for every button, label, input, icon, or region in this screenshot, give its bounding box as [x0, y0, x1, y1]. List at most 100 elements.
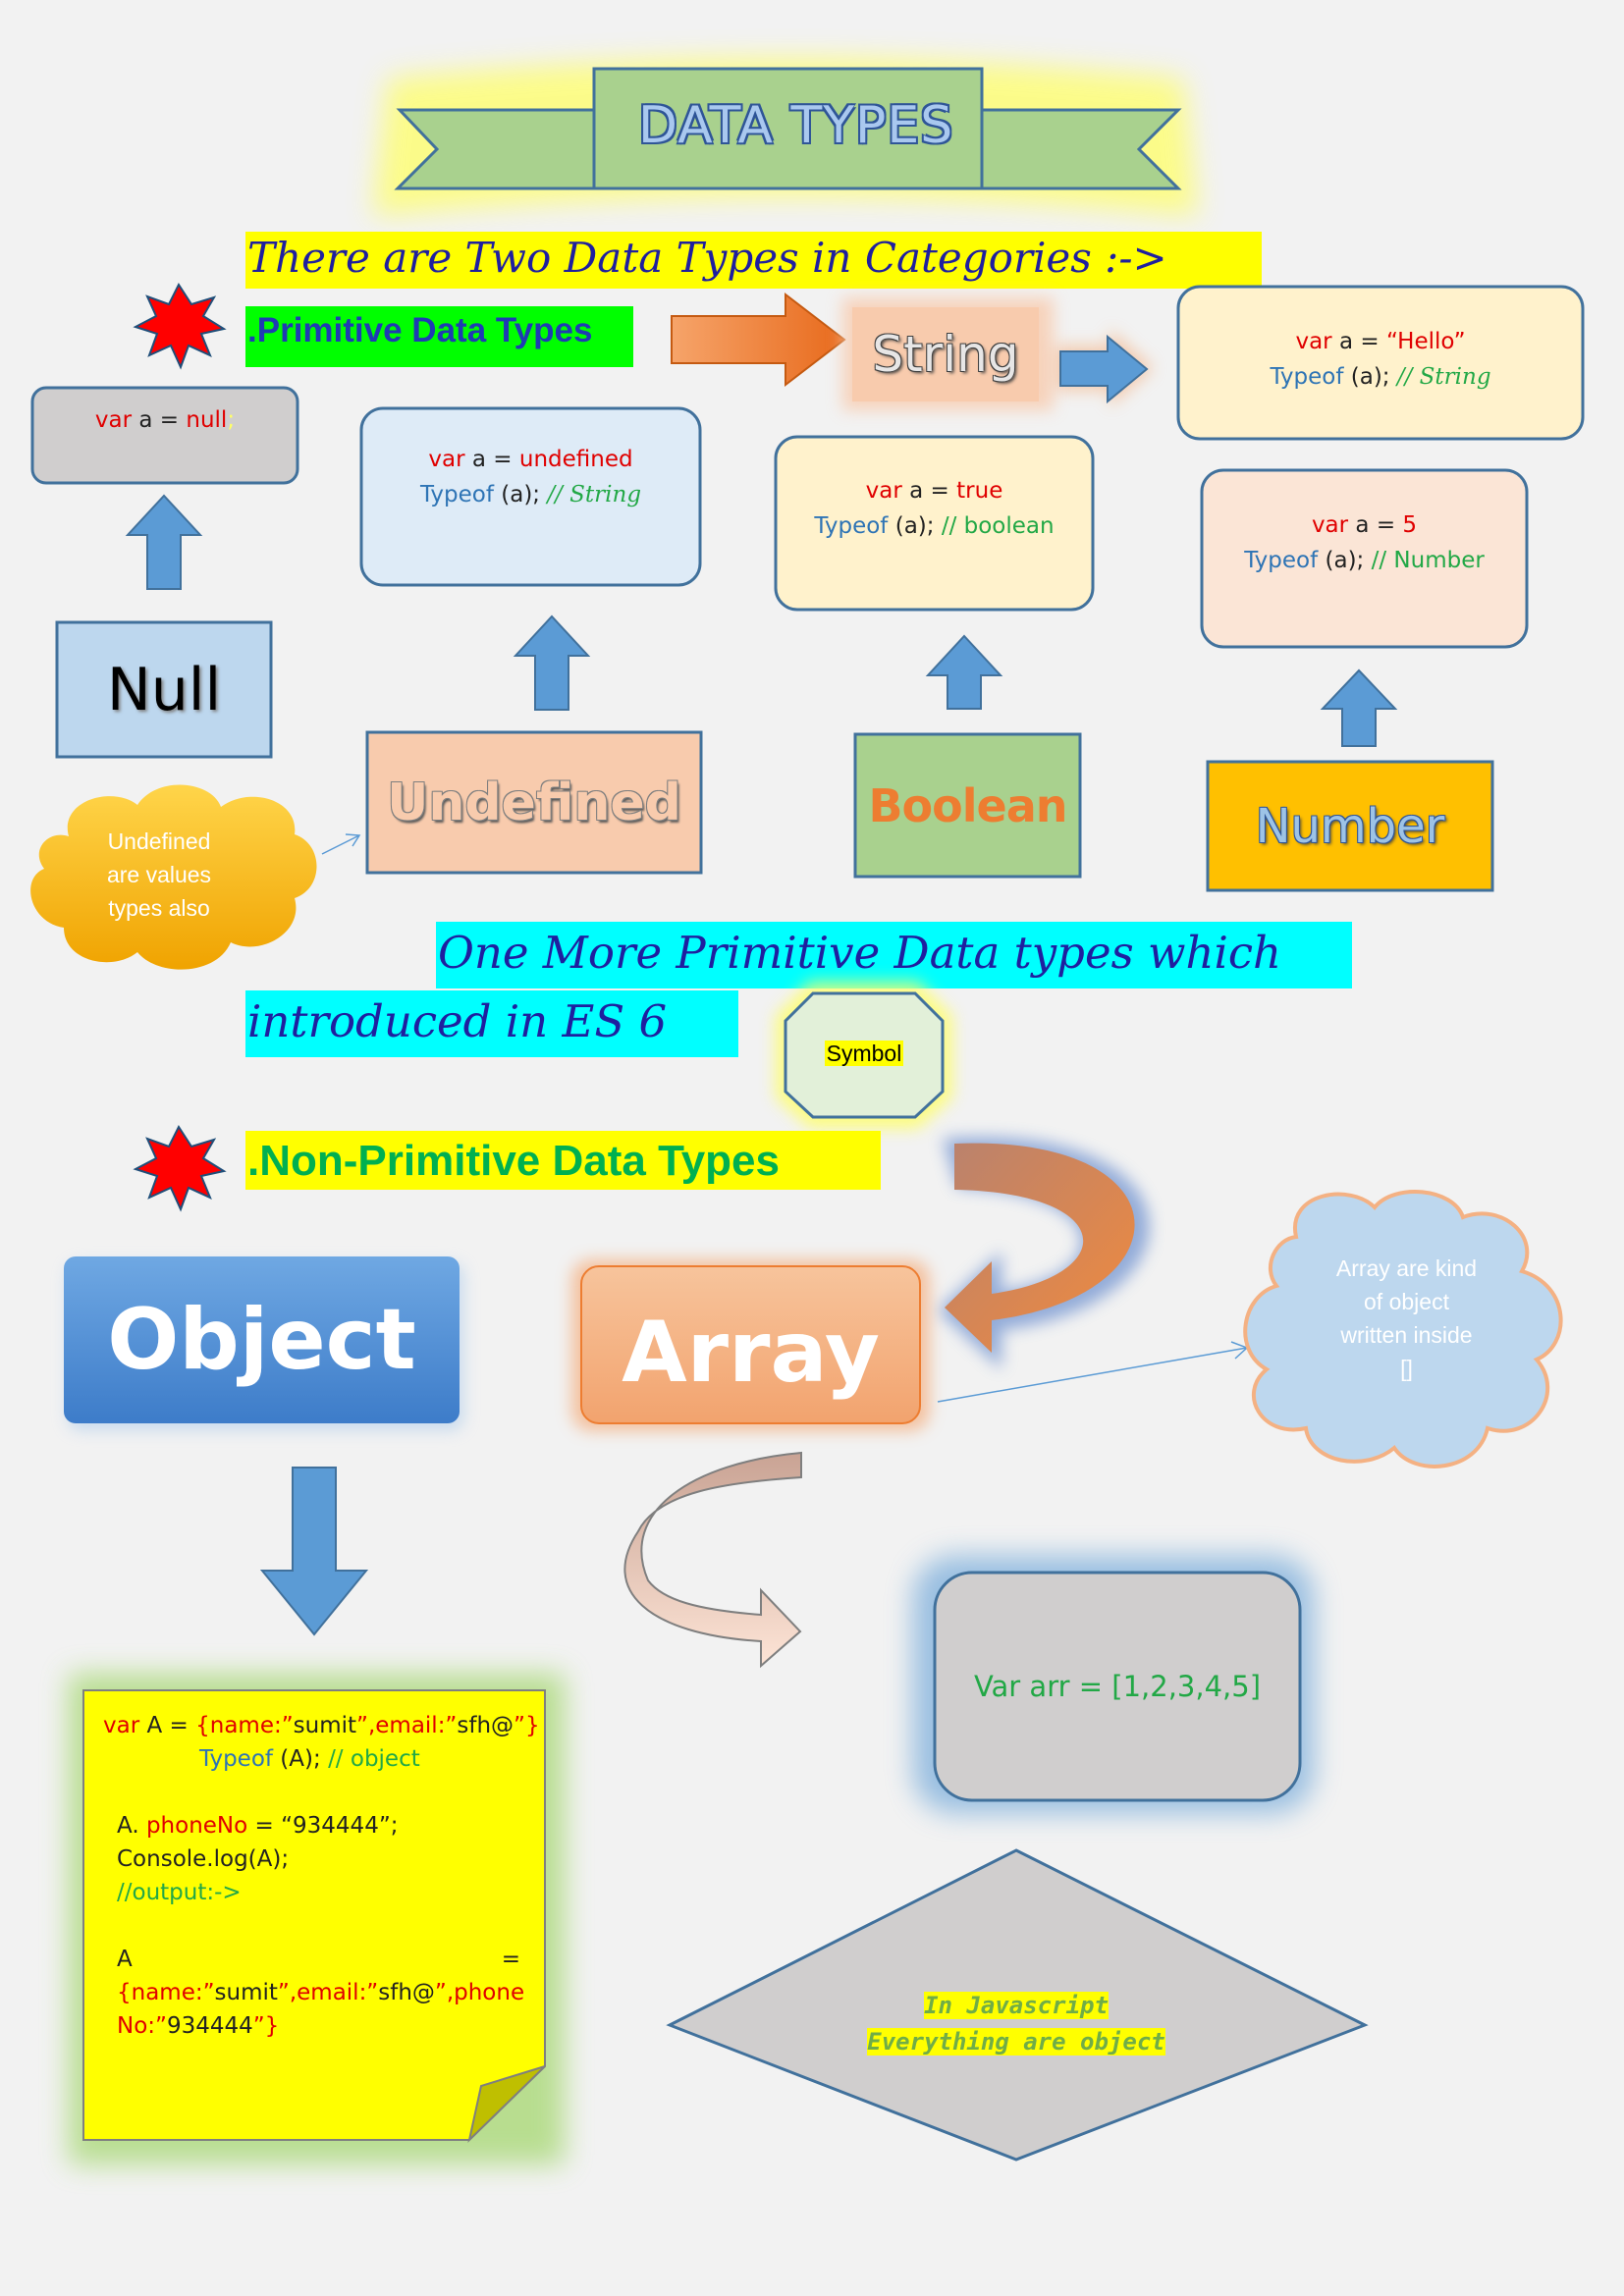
code-comment: // String — [547, 482, 642, 507]
cloud-undefined-shape — [30, 784, 317, 970]
object-box — [64, 1256, 463, 1430]
null-code: var a = null; — [32, 402, 298, 438]
object-code-note — [69, 1674, 565, 2164]
code-keyword: var — [865, 478, 902, 504]
title-banner — [373, 59, 1198, 216]
code-text: {name:” — [117, 1980, 215, 2005]
intro-text: There are Two Data Types in Categories :… — [247, 234, 1167, 282]
number-label: Number — [1255, 798, 1445, 854]
code-text: ”,email:” — [277, 1980, 379, 2005]
null-label: Null — [106, 655, 222, 724]
cloud-array-text: Array are kind of object written inside … — [1306, 1252, 1507, 1385]
curved-arrow-icon — [623, 1451, 802, 1669]
object-code: var A = {name:”sumit”,email:”sfh@”} Type… — [103, 1709, 540, 2043]
arrow-down-icon — [259, 1467, 369, 1636]
null-box — [55, 620, 273, 759]
code-text: No:” — [117, 2013, 167, 2039]
primitive-highlight — [245, 306, 633, 367]
page-title: DATA TYPES — [638, 96, 954, 155]
cloud-undefined-text: Undefined are values types also — [61, 825, 257, 925]
code-text: (A); — [273, 1746, 329, 1772]
cloud-line: Array are kind — [1335, 1255, 1478, 1281]
code-value: null — [186, 407, 228, 433]
es6-highlight-1 — [436, 922, 1352, 988]
undefined-code-box — [359, 406, 702, 587]
arrow-up-icon — [513, 614, 591, 711]
code-text: A. — [117, 1813, 146, 1839]
nonprimitive-highlight — [245, 1131, 881, 1190]
es6-highlight-2 — [245, 990, 738, 1057]
code-keyword: var — [1311, 512, 1349, 538]
code-text: ”} — [252, 2013, 280, 2039]
diamond-line2: Everything are object — [867, 2028, 1165, 2056]
cloud-line: are values — [106, 862, 212, 887]
code-value: sumit — [214, 1980, 278, 2005]
cloud-line: types also — [108, 895, 210, 921]
code-text: A — [117, 1947, 133, 1972]
array-code: Var arr = [1,2,3,4,5] — [973, 1670, 1262, 1703]
array-code-box — [913, 1556, 1314, 1813]
code-property: phoneNo — [145, 1813, 248, 1839]
code-text: a = — [1338, 329, 1386, 354]
undefined-box — [365, 730, 703, 875]
code-text: = “934444”; — [247, 1813, 399, 1839]
code-text: a = — [132, 407, 187, 433]
boolean-box — [853, 732, 1082, 879]
connector-line — [321, 834, 360, 855]
code-text: (a); — [493, 482, 548, 507]
code-text: Console.log(A); — [117, 1846, 290, 1872]
code-typeof: Typeof — [199, 1746, 273, 1772]
undefined-label: Undefined — [387, 773, 681, 832]
code-keyword: var — [1295, 329, 1332, 354]
object-label: Object — [107, 1291, 416, 1389]
code-keyword: var — [428, 447, 465, 472]
code-text: ; — [227, 407, 236, 433]
code-value: true — [956, 478, 1003, 504]
code-typeof: Typeof — [419, 482, 494, 507]
cloud-line: [] — [1400, 1356, 1413, 1381]
undefined-code: var a = undefined Typeof (a); // String — [361, 442, 700, 512]
arrow-right-icon — [1056, 329, 1154, 407]
boolean-code: var a = true Typeof (a); // boolean — [776, 473, 1093, 544]
code-text: {name:” — [195, 1713, 294, 1738]
starburst-icon — [133, 282, 227, 370]
curved-arrow-icon — [938, 1137, 1150, 1369]
code-keyword: var — [103, 1713, 140, 1738]
code-value: “Hello” — [1385, 329, 1466, 354]
number-code: var a = 5 Typeof (a); // Number — [1202, 507, 1527, 578]
intro-highlight — [245, 232, 1262, 289]
code-comment: // Number — [1371, 548, 1485, 573]
boolean-label: Boolean — [868, 778, 1067, 832]
code-typeof: Typeof — [1270, 364, 1344, 390]
cloud-line: of object — [1364, 1289, 1449, 1314]
code-value: sumit — [293, 1713, 357, 1738]
code-comment: //output:-> — [117, 1880, 242, 1905]
code-value: 5 — [1402, 512, 1418, 538]
arrow-up-icon — [1320, 668, 1398, 747]
code-comment: // object — [328, 1746, 420, 1772]
arrowhead-icon — [345, 833, 361, 847]
code-comment: // boolean — [941, 513, 1055, 539]
code-text: a = — [464, 447, 519, 472]
string-label: String — [872, 326, 1019, 383]
null-code-box — [30, 386, 299, 485]
code-value: undefined — [518, 447, 633, 472]
string-box — [842, 297, 1054, 410]
code-text: ”} — [514, 1713, 540, 1738]
connector-line — [937, 1347, 1248, 1403]
arrow-up-icon — [125, 494, 203, 590]
number-box — [1206, 760, 1494, 892]
primitive-heading: .Primitive Data Types — [247, 311, 593, 349]
es6-text-line2: introduced in ES 6 — [247, 995, 668, 1047]
code-value: sfh@ — [457, 1713, 514, 1738]
string-code: var a = “Hello” Typeof (a); // String — [1178, 324, 1583, 395]
cloud-line: written inside — [1340, 1322, 1473, 1348]
code-text: A = — [139, 1713, 196, 1738]
diamond-line1: In Javascript — [924, 1992, 1109, 2019]
code-text: a = — [901, 478, 957, 504]
number-code-box — [1200, 468, 1529, 649]
code-text: (a); — [1343, 364, 1397, 390]
diamond-text: In Javascript Everything are object — [766, 1988, 1267, 2060]
starburst-icon — [133, 1124, 227, 1212]
boolean-code-box — [774, 435, 1095, 612]
